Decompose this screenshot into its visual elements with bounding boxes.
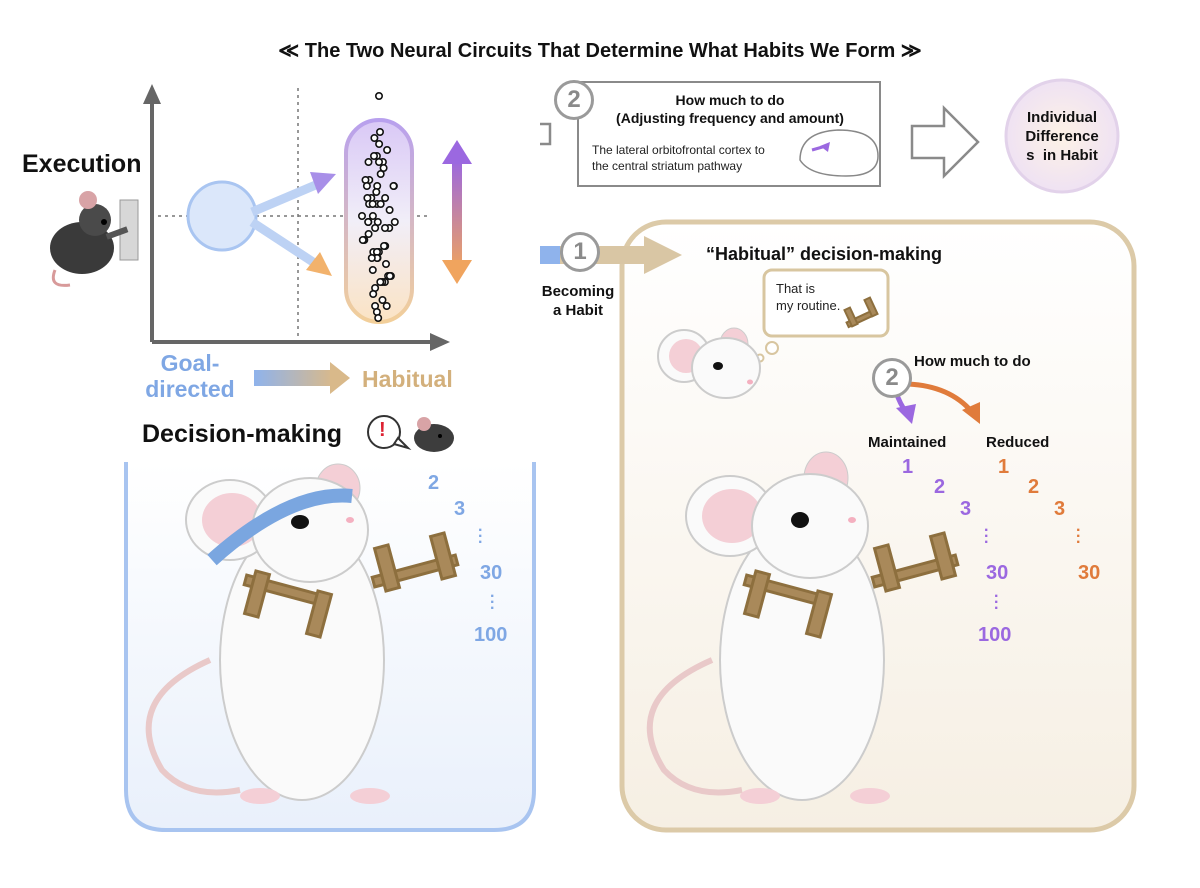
behavior-dot [368,212,377,221]
alert-bubble [367,415,454,452]
reduced-arrow [907,381,980,424]
figure-title: ≪ The Two Neural Circuits That Determine… [278,40,922,62]
circuit2-number: 2 [554,80,594,120]
behavior-dot [380,224,389,233]
goal-directed-label: Goal- directed [145,350,235,402]
reduced-3: 3 [1054,498,1066,520]
behavior-dot [390,218,399,227]
circuit2-heading-1: How much to do [675,92,785,108]
maintained-ellipsis-2: ··· [994,588,1000,617]
goal-circle [186,180,258,252]
behavior-dot [372,188,381,197]
behavior-dot [381,259,390,268]
behavior-dot [374,313,383,322]
behavior-dot [364,158,373,167]
becoming-line-2: a Habit [552,302,603,319]
maintained-30: 30 [986,562,1009,584]
behavior-dot [364,230,373,239]
becoming-line-1: Becoming [541,283,615,300]
bracket [540,122,552,146]
arrow-down-branch [249,218,319,268]
reduced-2: 2 [1028,476,1040,498]
decision-making-label: Decision-making [142,420,343,448]
individual-line-2: Difference [1025,128,1099,145]
circuit2-heading-2: (Adjusting frequency and amount) [616,110,844,126]
behavior-dot [378,295,387,304]
individual-line-1: Individual [1026,109,1097,126]
habitual-label: Habitual [362,366,453,392]
behavior-dot [369,152,378,161]
behavior-dot [376,200,385,209]
maintained-2: 2 [934,476,946,498]
behavior-dot [381,194,390,203]
thinking-mouse-head [657,327,761,399]
hollow-arrow [910,104,980,180]
behavior-dot [357,212,366,221]
alert-mark: ! [379,419,386,441]
behavior-dot [385,206,394,215]
behavior-dot [389,182,398,191]
goal-to-habit-arrow [254,362,350,394]
bubble-line-1: That is [776,281,816,296]
how-much-label: How much to do [914,353,1031,370]
maintained-100: 100 [978,624,1012,646]
behavior-dot [379,164,388,173]
reduced-ellipsis: ··· [1076,522,1082,551]
behavior-dot [367,254,376,263]
behavior-dot [371,224,380,233]
behavior-dots [357,92,399,322]
variability-arrow [442,140,472,284]
pathway-line-2: the central striatum pathway [592,159,743,173]
behavior-dot [362,182,371,191]
behavior-dot [375,128,384,137]
behavior-dot [375,140,384,149]
behavior-dot [368,265,377,274]
behavior-dot [383,146,392,155]
individual-line-3: s in Habit [1026,147,1098,164]
bubble-line-2: my routine. [776,298,841,313]
behavior-dot [369,289,378,298]
maintained-1: 1 [902,456,914,478]
pathway-line-1: The lateral orbitofrontal cortex to [592,143,765,157]
reduced-30: 30 [1078,562,1101,584]
workout-mouse-left [145,463,460,804]
reduced-label: Reduced [986,434,1050,451]
brain-sketch-icon [799,129,879,177]
behavior-dot [376,277,385,286]
count-left-100: 100 [474,624,508,646]
execution-label: Execution [22,150,142,178]
behavior-dot [370,134,379,143]
circuit1-number: 1 [560,232,600,272]
ellipsis-left-1: ··· [478,522,484,551]
habitual-decision-title: “Habitual” decision-making [706,244,943,264]
count-left-2: 2 [428,472,440,494]
behavior-dot [382,301,391,310]
behavior-dot [364,218,373,227]
behavior-dot [374,158,383,167]
black-mouse-lever [50,191,139,287]
behavior-dot [374,92,383,101]
thought-bubble [755,268,890,363]
count-left-3: 3 [454,498,466,520]
behavior-dot [385,271,394,280]
maintained-ellipsis-1: ··· [984,522,990,551]
ellipsis-left-2: ··· [490,588,496,617]
count-left-30: 30 [480,562,503,584]
workout-mouse-right [646,451,960,804]
maintained-label: Maintained [868,434,947,451]
maintained-3: 3 [960,498,972,520]
right-number-2: 2 [872,358,912,398]
behavior-dot [368,200,377,209]
behavior-dot [379,242,388,251]
behavior-dot [358,236,367,245]
reduced-1: 1 [998,456,1010,478]
individual-differences-circle [1004,78,1120,194]
arrow-up-branch [250,179,320,217]
behavior-dot [376,170,385,179]
